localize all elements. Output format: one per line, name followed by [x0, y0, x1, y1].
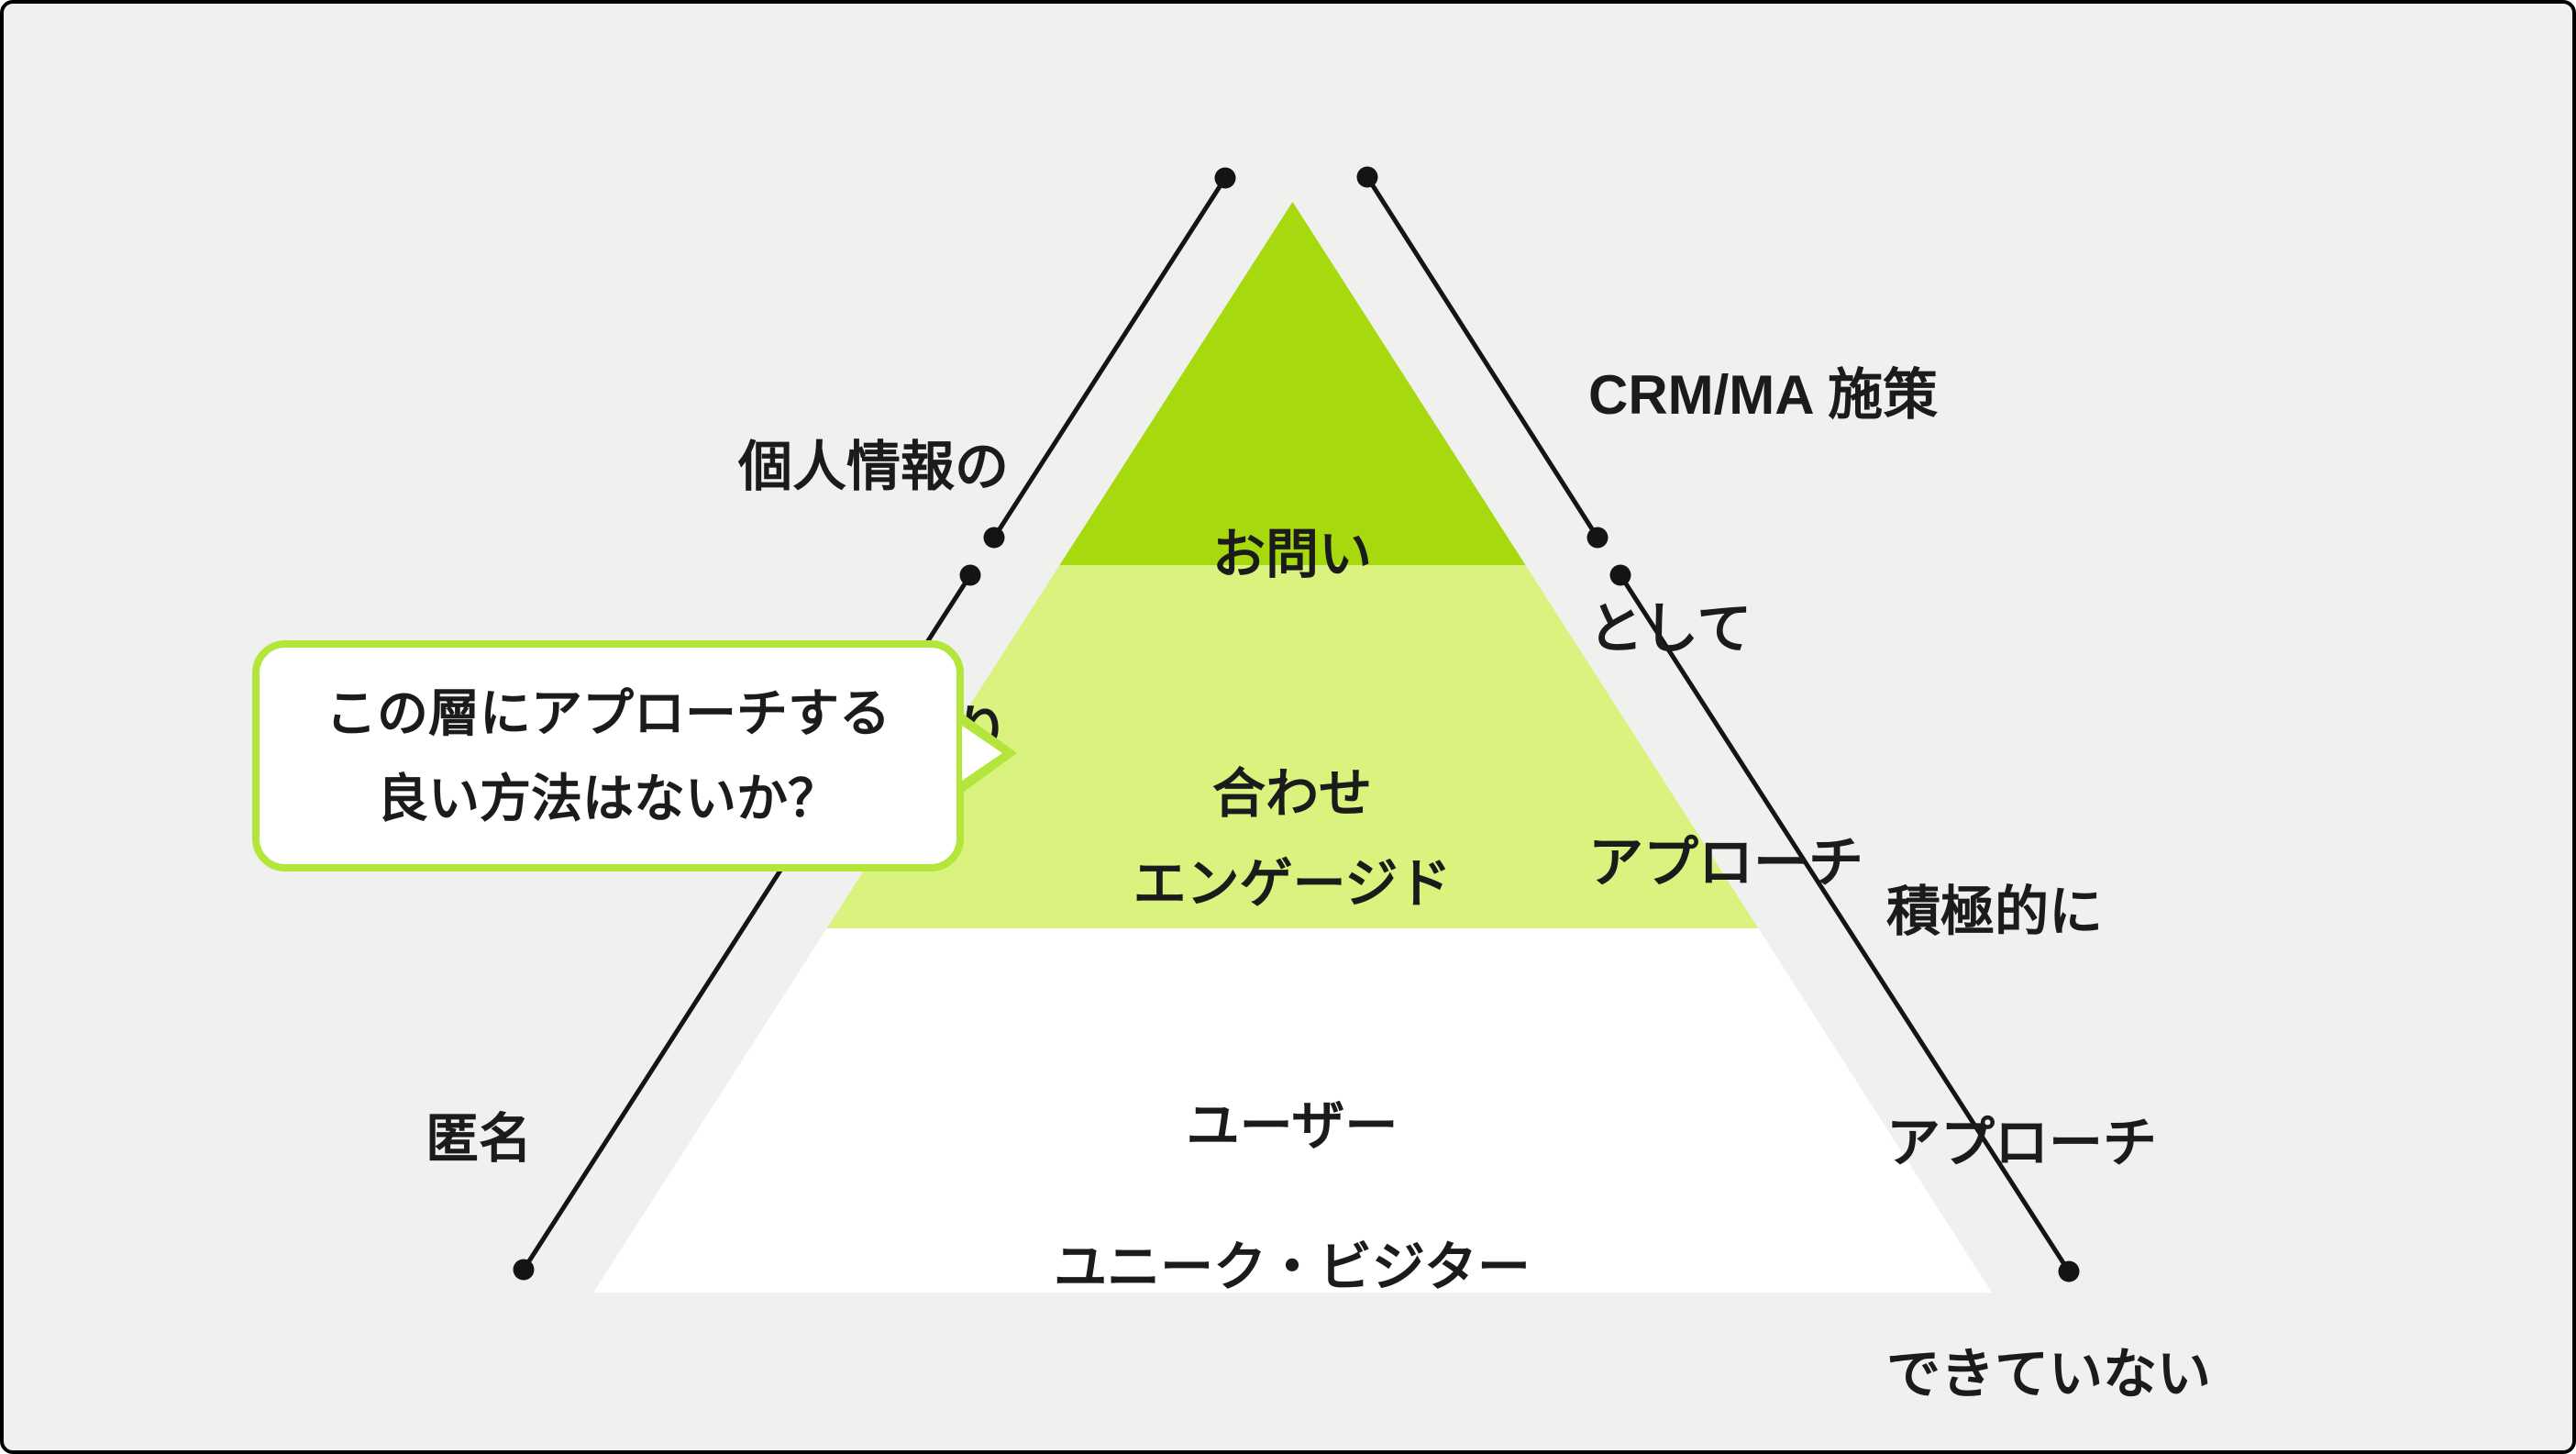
- line-endpoint-dot: [1214, 167, 1236, 189]
- pyramid-graphic: [513, 166, 2080, 1293]
- annotation-line: CRM/MA 施策: [1588, 364, 1939, 426]
- layer-label-inquiry: お問い 合わせ: [1063, 355, 1521, 993]
- layer-inquiry-shape: [1059, 202, 1526, 565]
- layer-label-unique-visitors: ユニーク・ビジター: [925, 1066, 1659, 1450]
- bracket-line-right-bottom: [1618, 573, 2072, 1273]
- line-endpoint-dot: [1609, 564, 1631, 586]
- layer-label-engaged-users: エンゲージド ユーザー: [1017, 683, 1567, 1328]
- annotation-line: 個人情報の: [737, 437, 1009, 497]
- line-endpoint-dot: [2058, 1260, 2080, 1282]
- line-endpoint-dot: [983, 527, 1005, 549]
- annotation-line: アプローチ: [1886, 1113, 2158, 1173]
- annotation-line: 積極的に: [1886, 882, 2104, 942]
- layer-label-line: 合わせ: [1211, 764, 1372, 824]
- speech-bubble: この層にアプローチする 良い方法はないか？: [252, 640, 1017, 871]
- annotation-line: アプローチ: [1588, 832, 1863, 893]
- line-endpoint-dot: [1356, 166, 1378, 188]
- line-endpoint-dot: [1587, 527, 1609, 549]
- line-endpoint-dot: [959, 564, 981, 586]
- annotation-not-approached: 積極的に アプローチ できていない: [1886, 719, 2212, 1450]
- layer-label-line: エンゲージド: [1133, 854, 1452, 914]
- bracket-line-right-top: [1365, 175, 1600, 539]
- speech-bubble-tail-fill: [962, 726, 1002, 781]
- layer-label-line: ユニーク・ビジター: [1054, 1238, 1531, 1297]
- annotation-line: 匿名: [426, 1109, 533, 1169]
- layer-engaged-users-shape: [826, 565, 1759, 928]
- layer-label-line: お問い: [1211, 525, 1372, 584]
- layer-unique-visitors-shape: [593, 928, 1992, 1293]
- annotation-crm: CRM/MA 施策 として アプローチ: [1588, 200, 1938, 1058]
- speech-bubble-line: 良い方法はないか？: [377, 770, 839, 827]
- annotation-line: として: [1588, 598, 1752, 660]
- bracket-line-left-top: [991, 176, 1228, 539]
- annotation-anonymous: 匿名: [426, 1002, 532, 1277]
- line-endpoint-dot: [513, 1259, 535, 1281]
- layer-label-line: ユーザー: [1186, 1096, 1399, 1156]
- speech-bubble-line: この層にアプローチする: [326, 684, 890, 742]
- annotation-line: できていない: [1886, 1344, 2212, 1404]
